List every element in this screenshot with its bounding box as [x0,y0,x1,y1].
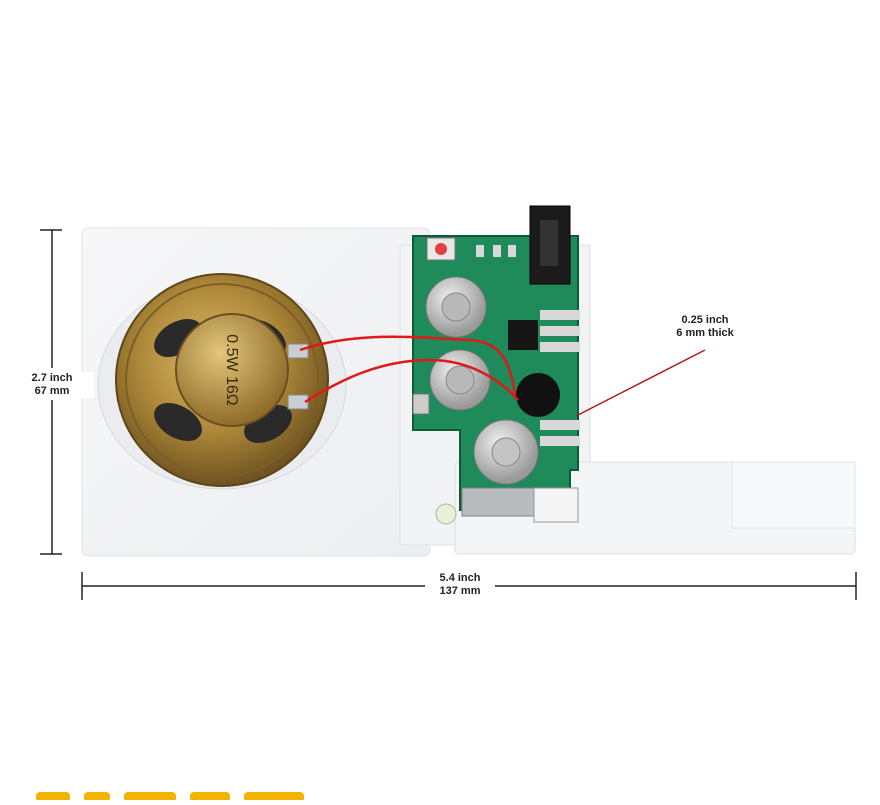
thickness-imperial: 0.25 inch [681,314,729,326]
audio-jack [529,205,571,285]
chip [508,320,538,350]
thickness-metric: 6 mm thick [676,327,734,339]
height-dimension [40,229,62,555]
cropped-footer-text [30,786,350,800]
height-metric: 67 mm [34,385,70,397]
width-metric: 137 mm [439,585,481,597]
width-imperial: 5.4 inch [439,572,481,584]
thickness-callout [575,349,706,417]
led [435,503,457,525]
height-label: 2.7 inch 67 mm [10,372,94,398]
sound-ic-blob [516,373,560,417]
rec-button [435,243,447,255]
height-imperial: 2.7 inch [31,372,73,384]
speaker-marking: 0.5W 16Ω [223,334,240,406]
speaker: 0.5W 16Ω [97,273,347,490]
thickness-label: 0.25 inch 6 mm thick [660,314,750,340]
width-dimension [81,572,857,600]
cropped-footer-graphic [36,792,304,800]
circuit-board [412,205,580,525]
width-label: 5.4 inch 137 mm [425,572,495,598]
speaker-wires [299,335,519,404]
